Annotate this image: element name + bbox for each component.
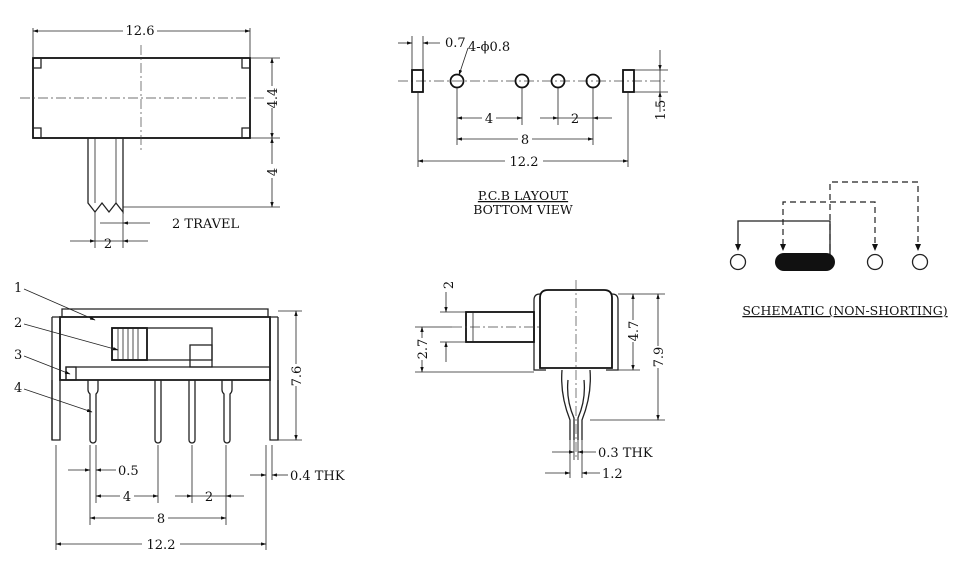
corner-notches [33, 58, 250, 138]
dim-side-thickness: 0.3 THK [598, 446, 653, 461]
dim-front-height: 7.6 [290, 366, 305, 387]
dim-actuator-width: 2 [104, 237, 112, 252]
dim-thickness: 0.4 THK [290, 469, 345, 484]
pcb-layout: 0.7 4-ϕ0.8 4 2 8 12.2 1.5 P.C.B LAYOUT B… [398, 36, 669, 217]
mount-slot-right [622, 69, 635, 93]
actuator [87, 138, 124, 214]
dim-slot-length: 1.5 [654, 100, 669, 121]
dim-actuator-length: 4 [266, 168, 281, 176]
terminal-4 [911, 253, 929, 271]
dim-pitch-2: 2 [571, 112, 579, 127]
slider-knob [111, 327, 148, 361]
pin-hole-3 [550, 73, 566, 89]
schematic-caption: SCHEMATIC (NON-SHORTING) [742, 303, 947, 318]
dim-side-body-height: 4.7 [627, 321, 642, 342]
dim-total: 12.2 [510, 155, 539, 170]
terminal-3 [866, 253, 884, 271]
dim-width: 12.6 [126, 24, 155, 39]
front-view: 1 2 3 4 7.6 0.5 0.4 THK 4 [14, 281, 345, 553]
terminal-1 [729, 253, 747, 271]
dim-actuator-height: 2 [442, 281, 457, 289]
slider-contact [775, 253, 835, 271]
schematic-solid-path [737, 220, 831, 255]
pin-hole-1 [449, 73, 465, 89]
callout-3: 3 [14, 348, 22, 363]
side-body [539, 289, 613, 369]
dim-holes: 4-ϕ0.8 [468, 40, 510, 55]
dim-pin-spacing: 1.2 [602, 467, 623, 482]
pcb-subtitle: BOTTOM VIEW [473, 202, 573, 217]
callout-4: 4 [14, 381, 22, 396]
schematic: SCHEMATIC (NON-SHORTING) [729, 181, 948, 318]
dim-front-total: 12.2 [147, 538, 176, 553]
front-body [59, 316, 271, 381]
mount-slot-left [411, 69, 424, 93]
pin-hole-4 [585, 73, 601, 89]
top-view: 12.6 4.4 4 2 2 TRAVEL [20, 23, 281, 252]
travel-label: 2 TRAVEL [172, 217, 239, 232]
front-pins [87, 380, 233, 444]
dim-body-height: 4.4 [266, 88, 281, 109]
pcb-title: P.C.B LAYOUT [478, 188, 569, 203]
dim-actuator-offset: 2.7 [416, 339, 431, 360]
dim-pitch-4: 4 [485, 112, 493, 127]
pin-hole-2 [514, 73, 530, 89]
callout-1: 1 [14, 281, 22, 296]
schematic-dashed-path-inner [782, 201, 876, 245]
dim-side-total-height: 7.9 [652, 347, 667, 368]
dim-front-span-8: 8 [157, 512, 165, 527]
callout-2: 2 [14, 316, 22, 331]
schematic-dashed-path-outer [829, 181, 919, 260]
dim-front-pitch-2: 2 [205, 490, 213, 505]
dim-span-8: 8 [521, 133, 529, 148]
dim-slot: 0.7 [445, 36, 466, 51]
side-view: 2 2.7 4.7 7.9 0.3 THK 1.2 [415, 280, 667, 482]
dim-front-pitch-4: 4 [123, 490, 131, 505]
dim-pin-width: 0.5 [118, 464, 139, 479]
